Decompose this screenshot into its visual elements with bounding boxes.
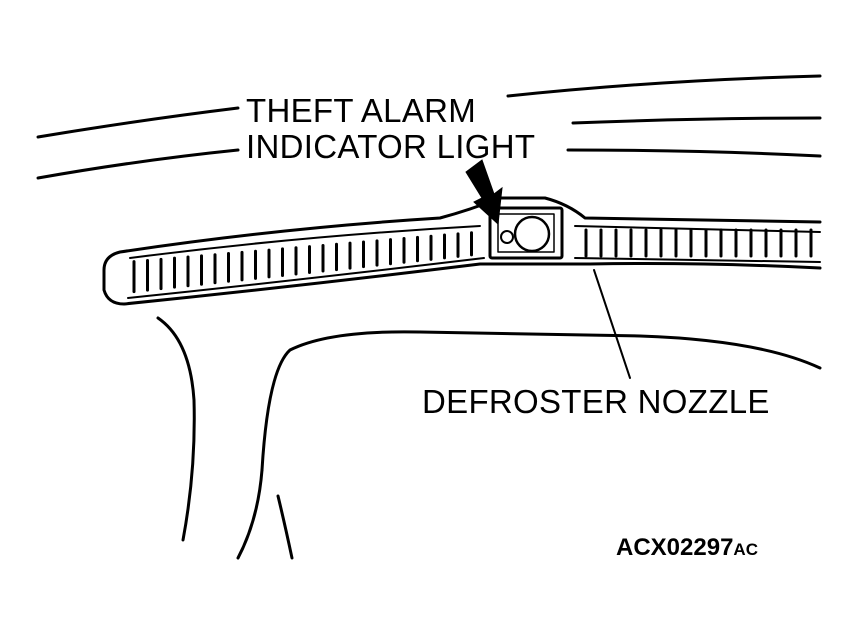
console-line: [276, 494, 294, 560]
defroster-inner-bottom-right: [574, 257, 821, 263]
defroster-inner-top-right: [574, 225, 821, 233]
defroster-nozzle-label: DEFROSTER NOZZLE: [422, 383, 770, 420]
a-pillar-left: [156, 316, 196, 542]
figure-code: ACX02297AC: [616, 534, 758, 564]
indicator-housing: [488, 206, 564, 260]
theft-alarm-label-line1: THEFT ALARM: [246, 92, 477, 129]
windshield-line-mid: [566, 148, 822, 158]
theft-alarm-label-line2: INDICATOR LIGHT: [246, 128, 536, 165]
indicator-housing-inner: [497, 213, 555, 253]
defroster-leader-line: [593, 269, 631, 379]
indicator-lens-small: [500, 230, 514, 244]
a-pillar-inner: [236, 468, 264, 560]
windshield-line-top: [506, 74, 822, 98]
dash-contour: [260, 330, 822, 472]
windshield-line-upper-left: [36, 106, 240, 139]
indicator-lens-large: [513, 215, 551, 253]
windshield-line-lower-left: [36, 148, 240, 180]
defroster-outer-outline: [102, 196, 822, 306]
figure-code-suffix: AC: [733, 540, 758, 559]
defroster-grille-ribs: [132, 228, 813, 294]
defroster-inner-bottom: [127, 257, 485, 299]
defroster-inner-top: [129, 225, 481, 259]
windshield-line-right: [571, 116, 822, 125]
arrow-icon: [465, 159, 503, 226]
figure-code-main: ACX02297: [616, 534, 734, 561]
